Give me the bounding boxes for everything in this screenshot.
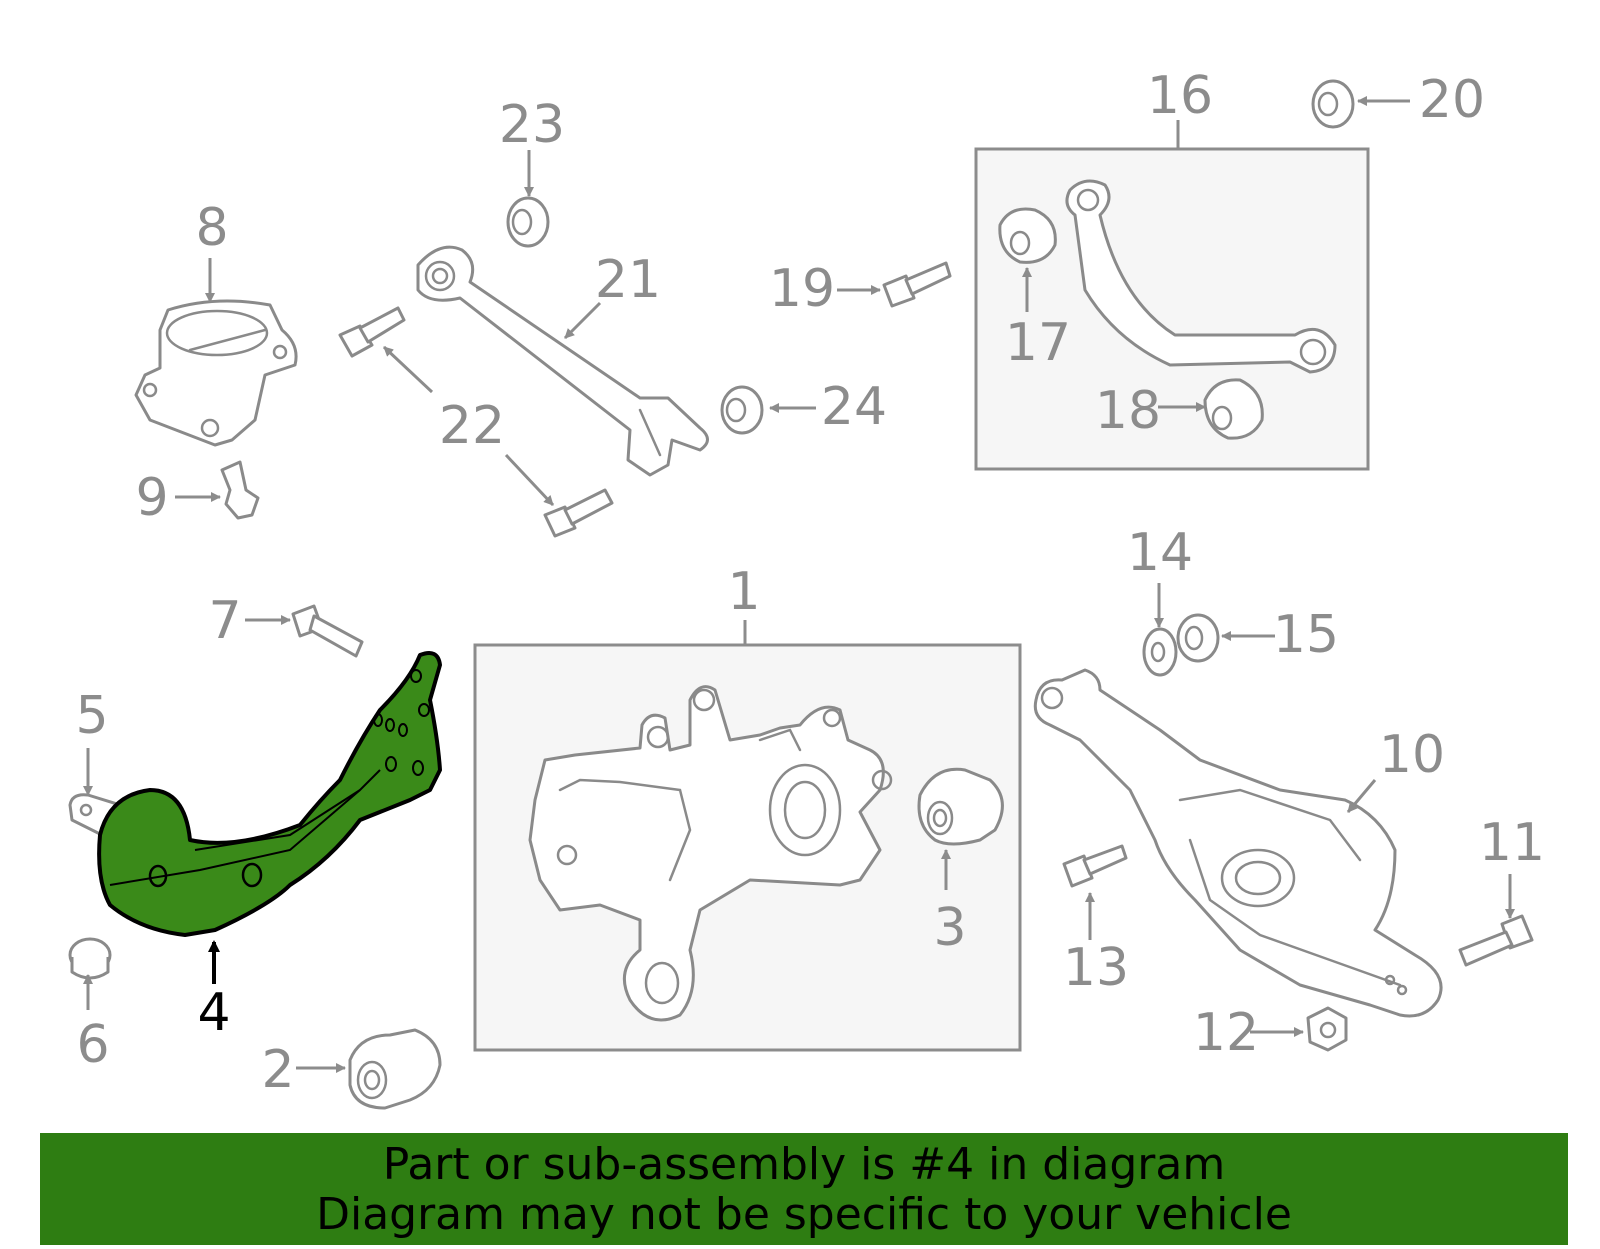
part-1-knuckle[interactable]: [528, 685, 893, 1022]
label-10: 10: [1379, 725, 1445, 785]
part-16-upper-arm[interactable]: [1065, 179, 1337, 374]
part-10-lower-arm[interactable]: [1033, 668, 1443, 1018]
part-15-nut[interactable]: [1176, 613, 1220, 663]
banner-line-2: Diagram may not be specific to your vehi…: [316, 1189, 1292, 1240]
part-24-nut[interactable]: [720, 385, 764, 435]
part-4-trailing-arm[interactable]: [97, 651, 442, 937]
part-22-bolt-lower[interactable]: [543, 488, 614, 538]
part-8-shock-mount[interactable]: [134, 299, 298, 447]
callout-arrows: [83, 96, 1515, 1073]
part-14-washer[interactable]: [1142, 627, 1178, 677]
info-banner: Part or sub-assembly is #4 in diagram Di…: [40, 1133, 1568, 1245]
part-18-bushing[interactable]: [1203, 378, 1264, 440]
label-9: 9: [135, 468, 168, 528]
label-19: 19: [769, 259, 835, 319]
label-15: 15: [1273, 605, 1339, 665]
part-2-bushing[interactable]: [348, 1028, 442, 1110]
label-11: 11: [1479, 813, 1545, 873]
part-21-toe-link[interactable]: [416, 245, 709, 477]
part-3-bushing[interactable]: [917, 767, 1004, 846]
part-9-clip[interactable]: [220, 460, 260, 520]
label-14: 14: [1127, 523, 1193, 583]
callout-labels: 23 8 21 22 24 19 16 20 17 18 9 7 1 14 15…: [75, 66, 1545, 1100]
part-20-nut[interactable]: [1311, 79, 1355, 129]
part-22-bolt-upper[interactable]: [338, 306, 406, 358]
part-13-bolt[interactable]: [1062, 844, 1128, 888]
part-23-nut[interactable]: [506, 196, 550, 248]
label-20: 20: [1419, 70, 1485, 130]
label-1: 1: [727, 562, 760, 622]
part-19-bolt[interactable]: [882, 261, 952, 308]
label-6: 6: [76, 1015, 109, 1075]
part-16-group-box: [974, 147, 1370, 471]
label-5: 5: [75, 686, 108, 746]
label-16: 16: [1147, 66, 1213, 126]
label-12: 12: [1193, 1003, 1259, 1063]
banner-line-1: Part or sub-assembly is #4 in diagram: [382, 1139, 1226, 1190]
label-21: 21: [595, 250, 661, 310]
label-23: 23: [499, 95, 565, 155]
label-2: 2: [261, 1040, 294, 1100]
label-4-highlighted: 4: [197, 983, 230, 1043]
label-7: 7: [208, 591, 241, 651]
label-18: 18: [1095, 381, 1161, 441]
part-7-bolt[interactable]: [291, 604, 364, 658]
label-17: 17: [1005, 313, 1071, 373]
part-17-bushing[interactable]: [998, 207, 1057, 264]
label-13: 13: [1063, 938, 1129, 998]
label-24: 24: [821, 377, 887, 437]
label-22: 22: [439, 396, 505, 456]
part-12-nut[interactable]: [1306, 1006, 1348, 1052]
label-8: 8: [195, 198, 228, 258]
label-3: 3: [933, 898, 966, 958]
part-6-nut[interactable]: [68, 937, 112, 980]
part-11-bolt[interactable]: [1458, 914, 1534, 967]
